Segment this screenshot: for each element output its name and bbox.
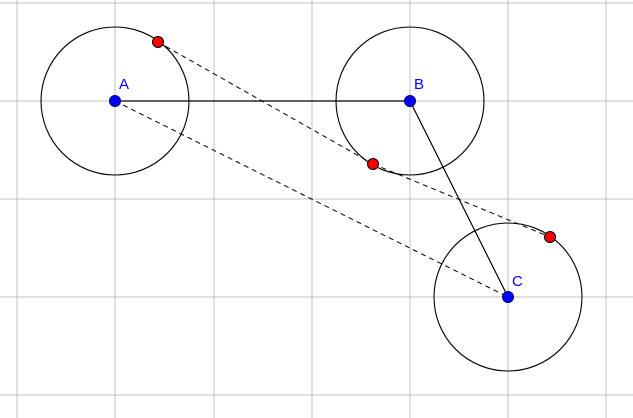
point-b[interactable] — [404, 95, 416, 107]
point-a-label: A — [119, 76, 129, 93]
circle-c[interactable] — [433, 222, 583, 372]
dashed-segment-red-2[interactable] — [372, 163, 551, 238]
red-point[interactable] — [544, 231, 556, 243]
red-point[interactable] — [367, 158, 379, 170]
red-point[interactable] — [152, 36, 164, 48]
dashed-segment-ac[interactable] — [114, 100, 509, 298]
point-b-label: B — [414, 76, 424, 93]
dashed-segment-red-1[interactable] — [157, 41, 374, 165]
point-c[interactable] — [502, 291, 514, 303]
point-c-label: C — [512, 273, 523, 290]
point-a[interactable] — [109, 95, 121, 107]
